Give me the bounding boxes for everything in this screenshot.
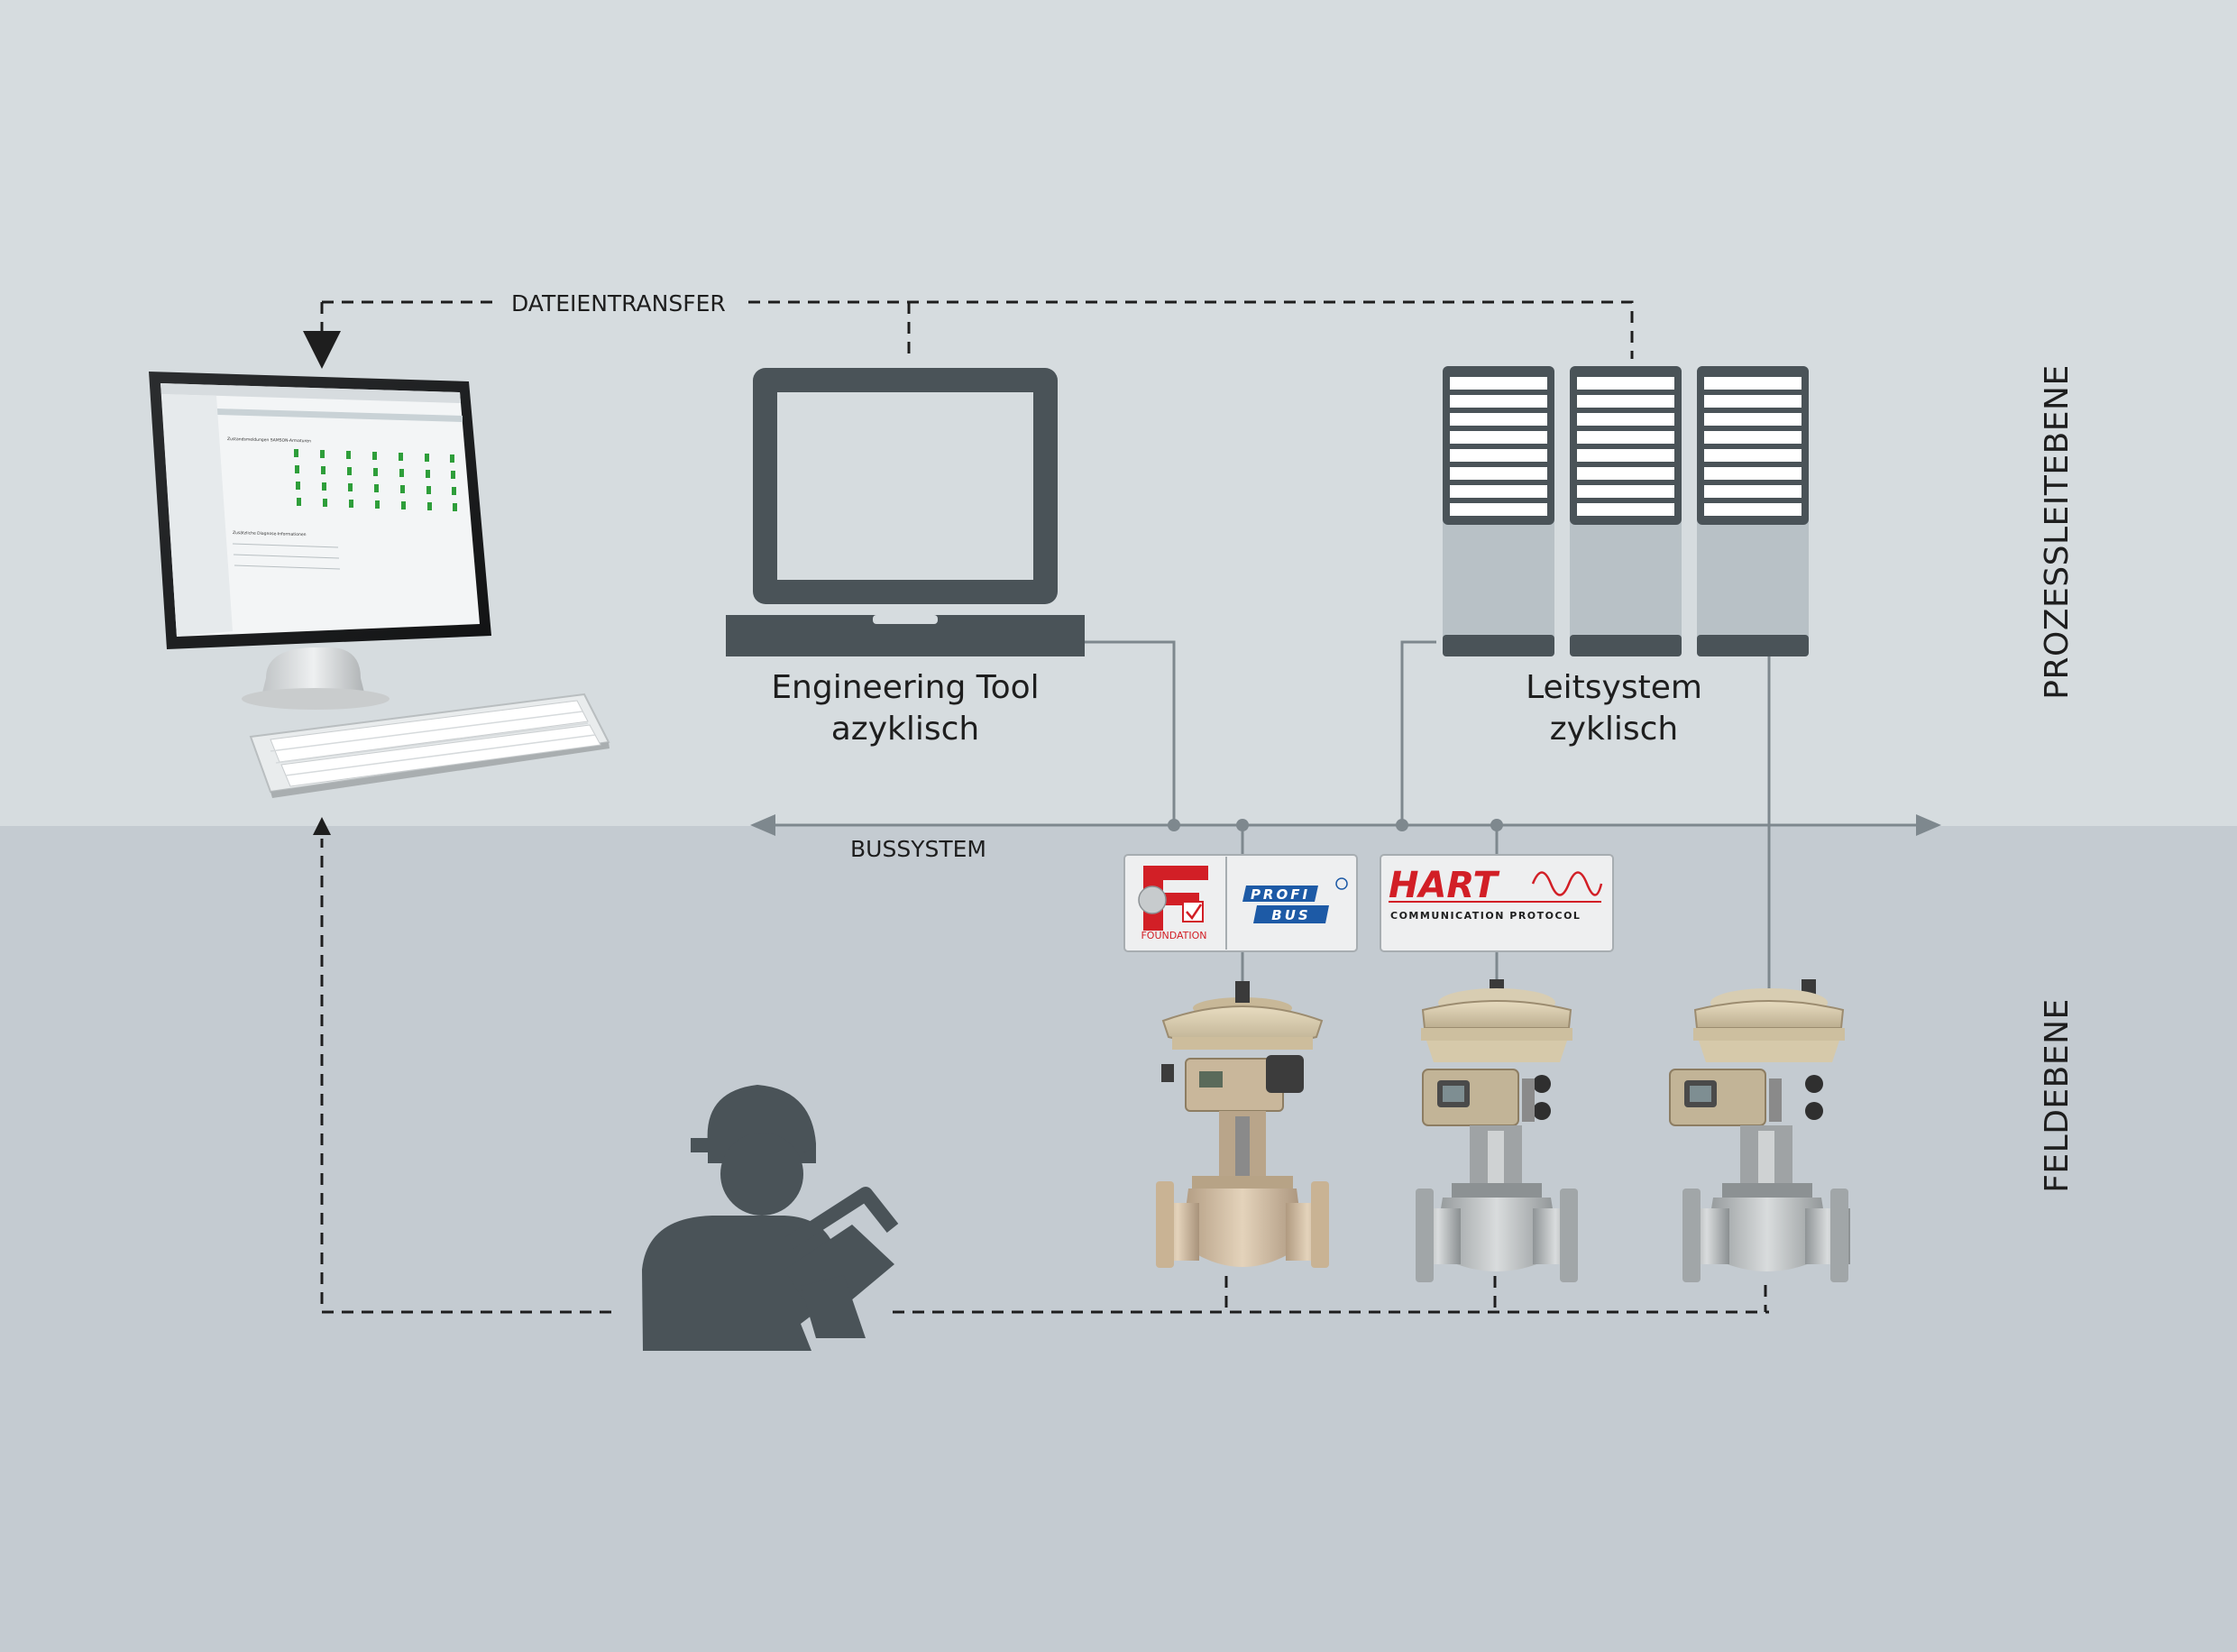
monitor-section-title: Zustandsmeldungen SAMSON-Armaturen xyxy=(227,436,311,444)
file-transfer-label: DATEIENTRANSFER xyxy=(511,290,726,317)
hart-text: HART xyxy=(1389,865,1499,906)
bus-arrow-left-icon xyxy=(750,814,775,836)
control-valve-3 xyxy=(1669,979,1850,1282)
laptop-icon xyxy=(726,368,1085,656)
hart-logo-box: HART COMMUNICATION PROTOCOL xyxy=(1380,854,1614,952)
lower-band-field-level xyxy=(0,826,2237,1652)
monitor-section2-title: Zusätzliche Diagnose-Informationen xyxy=(233,530,307,537)
control-valve-1 xyxy=(1156,981,1329,1268)
technician-icon xyxy=(642,1085,899,1351)
keyboard xyxy=(249,693,610,798)
field-service-dashed-line xyxy=(320,839,1769,1314)
status-grid xyxy=(294,449,457,511)
server-rack-2 xyxy=(1570,366,1682,656)
bus-arrow-right-icon xyxy=(1916,814,1941,836)
monitor-screen xyxy=(160,383,480,637)
profibus-text-bottom: BUS xyxy=(1271,907,1310,923)
engineering-tool-mode-label: azyklisch xyxy=(831,711,979,748)
server-rack-3 xyxy=(1697,366,1809,656)
hart-subtext: COMMUNICATION PROTOCOL xyxy=(1390,910,1581,922)
bus-junction-dots xyxy=(1168,819,1503,831)
bus-system-label: BUSSYSTEM xyxy=(850,836,986,862)
control-system-label: Leitsystem xyxy=(1526,669,1702,706)
foundation-text: FOUNDATION xyxy=(1141,930,1206,941)
monitor-stand xyxy=(261,647,365,696)
profibus-text-top: PROFI xyxy=(1251,886,1310,903)
up-arrow-icon xyxy=(313,817,331,835)
server-rack-1 xyxy=(1443,366,1554,656)
desktop-computer: Zustandsmeldungen SAMSON-Armaturen Zusät… xyxy=(149,372,491,710)
file-transfer-line xyxy=(303,300,1634,369)
foundation-fieldbus-logo: FOUNDATION xyxy=(1138,866,1208,941)
profibus-logo: PROFI BUS xyxy=(1242,877,1348,923)
control-valve-2 xyxy=(1416,979,1578,1282)
field-level-label: FELDEBENE xyxy=(2039,998,2076,1193)
control-system-mode-label: zyklisch xyxy=(1550,711,1678,748)
process-level-label: PROZESSLEITEBENE xyxy=(2039,364,2076,699)
engineering-tool-label: Engineering Tool xyxy=(771,669,1039,706)
fieldbus-profibus-logo-box: FOUNDATION PROFI BUS xyxy=(1123,854,1358,952)
